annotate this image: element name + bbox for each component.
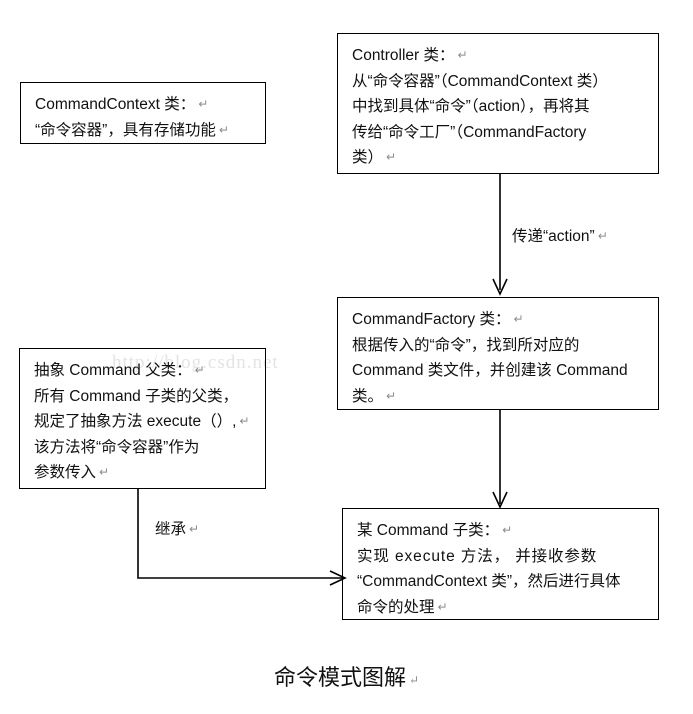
node-line: 根据传入的“命令”，找到所对应的: [352, 336, 580, 354]
connector-factory-to-concrete: [490, 410, 510, 510]
node-abstract-command[interactable]: 抽象 Command 父类：↵ 所有 Command 子类的父类， 规定了抽象方…: [19, 348, 266, 489]
node-line: “CommandContext 类”，然后进行具体: [357, 573, 621, 590]
paragraph-mark-icon: ↵: [198, 97, 209, 111]
node-line: 从“命令容器”（CommandContext 类）: [352, 72, 608, 90]
node-line: 实现 execute 方法， 并接收参数: [357, 547, 598, 565]
node-concrete-command-body: 某 Command 子类：↵ 实现 execute 方法， 并接收参数 “Com…: [343, 509, 658, 626]
node-line: 某 Command 子类：↵: [357, 522, 513, 539]
node-concrete-command[interactable]: 某 Command 子类：↵ 实现 execute 方法， 并接收参数 “Com…: [342, 508, 659, 620]
paragraph-mark-icon: ↵: [408, 673, 420, 687]
node-command-context-body: CommandContext 类：↵ “命令容器”，具有存储功能↵: [21, 83, 265, 149]
node-controller-body: Controller 类：↵ 从“命令容器”（CommandContext 类）…: [338, 34, 658, 177]
node-line: 类。↵: [352, 387, 397, 405]
node-command-factory[interactable]: CommandFactory 类：↵ 根据传入的“命令”，找到所对应的 Comm…: [337, 297, 659, 410]
node-line: 中找到具体“命令”（action），再将其: [352, 98, 590, 115]
node-command-factory-body: CommandFactory 类：↵ 根据传入的“命令”，找到所对应的 Comm…: [338, 298, 658, 415]
node-line: Controller 类：↵: [352, 47, 468, 64]
paragraph-mark-icon: ↵: [386, 150, 397, 164]
node-line: 命令的处理↵: [357, 598, 448, 616]
node-line: 该方法将“命令容器”作为: [34, 438, 200, 456]
connector-abstract-to-concrete: [130, 488, 350, 588]
node-line: CommandFactory 类：↵: [352, 311, 524, 328]
paragraph-mark-icon: ↵: [194, 363, 205, 377]
paragraph-mark-icon: ↵: [386, 388, 397, 403]
node-command-context[interactable]: CommandContext 类：↵ “命令容器”，具有存储功能↵: [20, 82, 266, 144]
node-line: 规定了抽象方法 execute（）,↵: [34, 413, 250, 430]
connector-controller-to-factory: [490, 174, 510, 298]
paragraph-mark-icon: ↵: [597, 229, 608, 243]
edge-label-transfer-action: 传递“action”↵: [512, 228, 608, 245]
node-line: 传给“命令工厂”（CommandFactory: [352, 123, 587, 141]
paragraph-mark-icon: ↵: [437, 599, 448, 614]
node-line: Command 类文件，并创建该 Command: [352, 362, 628, 379]
node-line: “命令容器”，具有存储功能↵: [35, 121, 229, 139]
paragraph-mark-icon: ↵: [239, 414, 250, 428]
paragraph-mark-icon: ↵: [218, 122, 229, 137]
paragraph-mark-icon: ↵: [513, 312, 524, 326]
paragraph-mark-icon: ↵: [457, 48, 468, 62]
diagram-caption: 命令模式图解↵: [273, 665, 420, 690]
node-line: 抽象 Command 父类：↵: [34, 362, 205, 379]
paragraph-mark-icon: ↵: [189, 522, 200, 536]
node-line: 参数传入↵: [34, 464, 110, 481]
paragraph-mark-icon: ↵: [502, 523, 513, 537]
node-line: 所有 Command 子类的父类，: [34, 387, 239, 405]
edge-label-inherit: 继承↵: [155, 521, 200, 538]
node-line: 类）↵: [352, 149, 397, 166]
node-line: CommandContext 类：↵: [35, 96, 209, 113]
node-abstract-command-body: 抽象 Command 父类：↵ 所有 Command 子类的父类， 规定了抽象方…: [20, 349, 265, 492]
paragraph-mark-icon: ↵: [99, 465, 110, 479]
node-controller[interactable]: Controller 类：↵ 从“命令容器”（CommandContext 类）…: [337, 33, 659, 174]
